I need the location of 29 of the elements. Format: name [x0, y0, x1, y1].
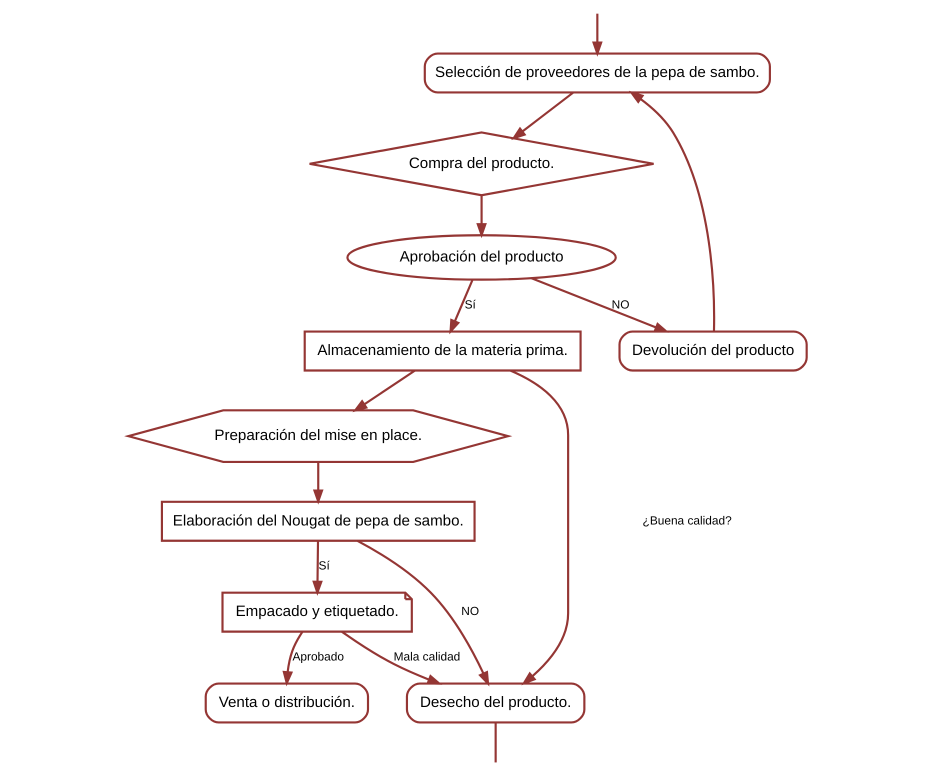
arrow: [476, 195, 486, 238]
arrow: [530, 277, 669, 333]
arrow: [282, 631, 303, 686]
node-box: Venta o distribución.: [204, 682, 369, 724]
node-diamond: Compra del producto.: [308, 131, 654, 196]
edge-label: Mala calidad: [393, 650, 460, 664]
edge-label: Sí: [318, 558, 330, 573]
arrow: [356, 540, 489, 686]
edge-label: Sí: [464, 298, 476, 312]
arrow: [592, 14, 602, 57]
arrow: [510, 370, 569, 686]
node-box: Almacenamiento de la materia prima.: [303, 330, 582, 372]
arrow: [312, 462, 324, 505]
node-box: Devolución del producto: [618, 330, 808, 372]
label: ¿Buena calidad?: [642, 513, 732, 528]
arrow: [312, 541, 322, 596]
connector: [494, 722, 496, 762]
node-box: Desecho del producto.: [405, 682, 585, 724]
edge-label: NO: [611, 298, 630, 312]
edge-label: NO: [460, 604, 479, 618]
arrow: [352, 370, 416, 412]
arrow: [340, 630, 442, 685]
arrow: [510, 92, 574, 140]
node-box: Elaboración del Nougat de pepa de sambo.: [160, 500, 476, 542]
arrow: [448, 279, 474, 334]
edge-label: Aprobado: [292, 650, 344, 664]
node-ellipse: Aprobación del producto: [346, 234, 616, 281]
node-box: Selección de proveedores de la pepa de sambo.: [423, 52, 770, 94]
arrow: [628, 90, 715, 332]
